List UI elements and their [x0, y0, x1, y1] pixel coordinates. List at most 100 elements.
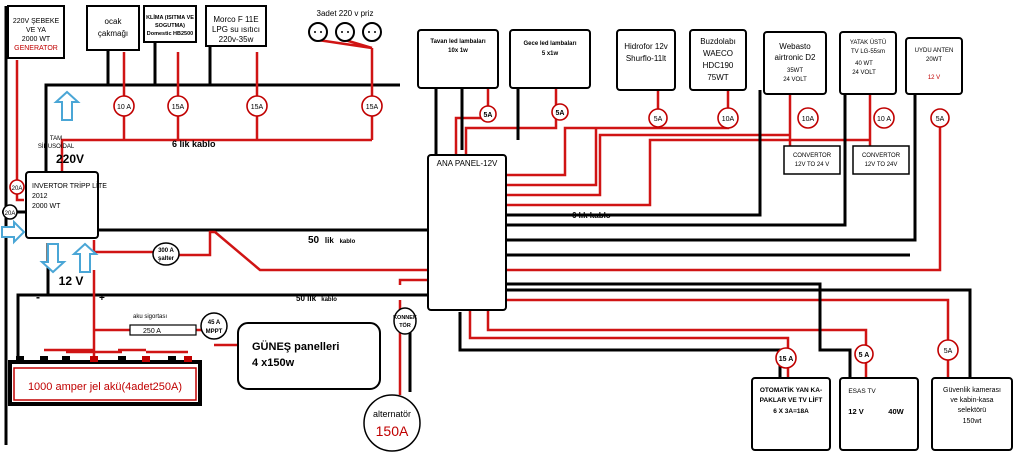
inverter-wave-2: SİNUSOİDAL	[38, 143, 75, 150]
load-ceiling-fuse: 5A	[484, 112, 493, 119]
arrow-down-icon	[39, 243, 67, 274]
load-fridge: Buzdolabı WAECO HDC190 75WT 10A	[689, 29, 747, 129]
load-fridge-line-1: Buzdolabı	[700, 37, 736, 46]
load-covers-line-1: OTOMATİK YAN KA-	[760, 386, 822, 394]
generator-wire-red	[15, 60, 24, 202]
load-main-tv: 5 A ESAS TV 12 V 40W	[839, 344, 919, 451]
aircon-line-2: SOGUTMA)	[155, 23, 185, 29]
load-fridge-line-3: HDC190	[703, 61, 734, 70]
main-switch: 300 A şalter	[152, 242, 180, 266]
inverter-dc-red	[92, 230, 428, 272]
load-maintv-line-1: ESAS TV	[848, 388, 876, 395]
load-covers-line-2: PAKLAR VE TV LİFT	[760, 396, 823, 404]
panel-load-black	[434, 88, 917, 257]
outlet-2	[335, 22, 355, 42]
solar-line-1: GÜNEŞ panelleri	[252, 340, 339, 353]
outlets-group: 3adet 220 v priz	[308, 9, 382, 42]
panel-bottom-black	[458, 282, 972, 380]
load-sat-line-2: 20WT	[926, 57, 942, 63]
aircon-line-1: KLİMA (ISITMA VE	[146, 14, 194, 21]
ac-bus-black	[44, 30, 400, 195]
fuse-heater: 15A	[251, 104, 264, 111]
outlet-1	[308, 22, 328, 42]
mppt: 45 A MPPT	[200, 312, 228, 340]
solar-line-2: 4 x150w	[252, 357, 295, 369]
load-bedtv-line-3: 40 WT	[855, 61, 873, 67]
load-bedtv-line-1: YATAK ÜSTÜ	[850, 39, 886, 46]
load-fridge-fuse: 10A	[722, 116, 735, 123]
connector-line-2: TÖR	[399, 322, 411, 329]
load-bed-tv: YATAK ÜSTÜ TV LG-55sm 40 WT 24 VOLT 10 A	[839, 31, 897, 129]
fuse-aircon: 15A	[172, 104, 185, 111]
load-pump-line-2: Shurflo-11lt	[626, 54, 667, 63]
converter-1-line-2: 12V TO 24 V	[795, 162, 829, 168]
load-webasto-line-2: airtronic D2	[775, 53, 816, 62]
ac-fuses: 10 A 15A 15A 15A	[113, 95, 383, 117]
load-camera-line-2: ve kabin-kasa	[950, 397, 993, 404]
connector-line-1: KONNEK	[393, 315, 417, 321]
load-ceiling-led: Tavan led lambaları 10x 1w 5A	[417, 29, 499, 123]
alternator-value: 150A	[376, 423, 409, 439]
inverter-line-2: 2012	[32, 193, 48, 200]
inverter-section: TAM SİNUSOİDAL 220V INVERTOR TRİPP LİTE …	[1, 90, 107, 304]
inverter-dc-voltage: 12 V	[59, 274, 84, 288]
alternator: alternatör 150A	[363, 394, 421, 452]
converter-2-line-2: 12V TO 24V	[865, 162, 898, 168]
cable-6-left-label: 6 lik kablo	[172, 139, 216, 149]
battery-fuse-label: aku sigortası	[133, 314, 167, 320]
inverter-ac-voltage: 220V	[56, 152, 84, 166]
plus-sign: +	[99, 293, 105, 304]
battery-label: 1000 amper jel akü(4adet250A)	[28, 381, 182, 393]
load-bedtv-fuse: 10 A	[877, 116, 891, 123]
arrow-right-icon	[1, 219, 26, 245]
cable-50-b-label: 50 lik kablo	[296, 294, 337, 303]
fuse-outlets: 15A	[366, 104, 379, 111]
load-camera-line-1: Güvenlik kamerası	[943, 387, 1001, 394]
load-water-pump: Hidrofor 12v Shurflo-11lt 5A	[616, 29, 676, 128]
panel-load-wires	[434, 88, 942, 272]
load-pump-line-1: Hidrofor 12v	[624, 42, 668, 51]
converter-1: CONVERTOR 12V TO 24 V	[783, 145, 841, 175]
load-webasto-line-4: 24 VOLT	[783, 77, 807, 83]
load-fridge-line-2: WAECO	[703, 49, 733, 58]
load-maintv-line-3: 40W	[888, 407, 904, 416]
heater-line-2: LPG su ısıtıcı	[212, 25, 260, 34]
outlets-label: 3adet 220 v priz	[317, 9, 374, 18]
load-night-led: Gece led lambaları 5 x1w 5A	[509, 29, 591, 121]
connector: KONNEK TÖR	[393, 307, 417, 335]
load-sat-line-3: 12 V	[928, 75, 940, 81]
load-ceiling-line-2: 10x 1w	[448, 48, 468, 54]
load-sat-fuse: 5A	[936, 116, 945, 123]
load-pump-fuse: 5A	[654, 116, 663, 123]
load-camera-fuse: 5A	[944, 348, 953, 355]
load-security-camera: 5A Güvenlik kamerası ve kabin-kasa selek…	[931, 339, 1013, 451]
load-maintv-line-2: 12 V	[848, 407, 863, 416]
switch-line-1: 300 A	[158, 248, 174, 254]
main-panel-label: ANA PANEL-12V	[437, 159, 498, 168]
main-panel: ANA PANEL-12V	[427, 154, 507, 311]
inverter-wave-1: TAM	[50, 136, 62, 142]
lighter-line-1: ocak	[105, 17, 123, 26]
mppt-line-1: 45 A	[208, 320, 221, 326]
load-ceiling-line-1: Tavan led lambaları	[430, 39, 486, 45]
inverter-fuse-side: 20A	[5, 211, 16, 217]
load-webasto-fuse: 10A	[802, 116, 815, 123]
alternator-label: alternatör	[373, 409, 411, 419]
solar-panels: GÜNEŞ panelleri 4 x150w	[237, 322, 381, 390]
generator-box: 220V ŞEBEKE VE YA 2000 WT GENERATOR	[7, 5, 65, 59]
load-night-line-1: Gece led lambaları	[523, 41, 576, 47]
inverter-fuse-top: 20A	[12, 186, 23, 192]
arrow-up-icon-dc	[71, 242, 99, 273]
lighter-box: ocak çakmağı	[86, 5, 140, 51]
converter-2-line-1: CONVERTOR	[862, 153, 901, 159]
load-covers-line-3: 6 X 3A=18A	[773, 408, 809, 415]
minus-sign: -	[36, 290, 40, 304]
heater-line-3: 220v-35w	[219, 35, 254, 44]
load-webasto-line-3: 35WT	[787, 68, 803, 74]
load-camera-line-3: selektörü	[958, 407, 987, 414]
load-webasto: Webasto airtronic D2 35WT 24 VOLT 10A	[763, 31, 827, 129]
mppt-line-2: MPPT	[206, 329, 223, 335]
generator-line-2: VE YA	[26, 27, 46, 34]
heater-line-1: Morco F 11E	[213, 15, 258, 24]
